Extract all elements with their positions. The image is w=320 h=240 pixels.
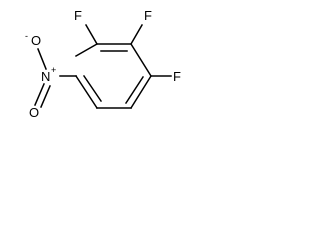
molecule-drawing: F F F N + O - O xyxy=(25,8,181,120)
ring-double-bond-c4-c5 xyxy=(124,75,145,105)
bond-c3-f xyxy=(129,23,144,46)
bond-n-o-top xyxy=(37,48,47,70)
atom-label-f-c2: F xyxy=(74,8,82,23)
atom-label-f-c3: F xyxy=(144,8,152,23)
ring-bond-c3-c4 xyxy=(129,42,153,78)
ring-bond-c1-c2 xyxy=(74,42,99,58)
ring-bond-c4-c5 xyxy=(129,74,153,110)
structure-diagram: F F F N + O - O xyxy=(0,0,198,120)
atom-label-nitro-n: N xyxy=(41,69,50,84)
charge-label-nitro-n: + xyxy=(51,65,56,75)
atom-label-nitro-o-top: O xyxy=(31,33,41,48)
benzene-ring xyxy=(74,42,153,110)
bond-n-o-bottom-1 xyxy=(34,83,45,106)
bond-c2-f xyxy=(84,23,99,46)
ring-double-bond-c6-c1 xyxy=(82,74,103,103)
ring-bond-c6-c1 xyxy=(74,74,99,110)
atom-label-f-c4: F xyxy=(173,69,181,84)
charge-label-nitro-o-top: - xyxy=(25,31,28,41)
bond-n-o-bottom-2 xyxy=(40,85,51,108)
atom-label-nitro-o-bottom: O xyxy=(29,105,39,120)
